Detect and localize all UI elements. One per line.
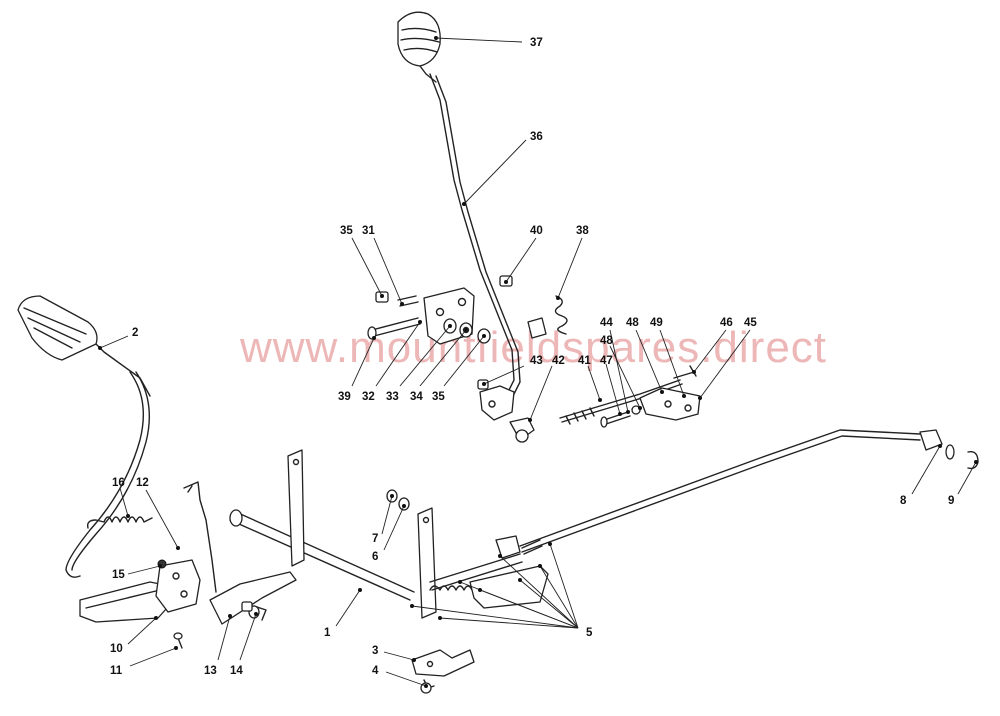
callout-16[interactable]: 16 xyxy=(112,477,130,518)
svg-text:44: 44 xyxy=(600,317,613,329)
callout-4[interactable]: 4 xyxy=(372,665,428,688)
callout-9[interactable]: 9 xyxy=(948,460,978,507)
svg-text:41: 41 xyxy=(578,355,591,367)
callout-36[interactable]: 36 xyxy=(462,131,543,206)
callout-48-top[interactable]: 48 xyxy=(626,317,664,394)
svg-text:12: 12 xyxy=(136,477,149,489)
lever-knob xyxy=(397,11,441,83)
svg-text:35: 35 xyxy=(432,391,445,403)
long-rod xyxy=(519,429,921,553)
svg-text:36: 36 xyxy=(530,131,543,143)
svg-text:11: 11 xyxy=(110,665,123,677)
cross-shaft xyxy=(229,511,415,601)
svg-text:38: 38 xyxy=(576,225,589,237)
svg-text:15: 15 xyxy=(112,569,125,581)
callout-1[interactable]: 1 xyxy=(324,588,362,639)
callout-35-bottom[interactable]: 35 xyxy=(432,334,486,403)
parts-drawing xyxy=(17,11,979,694)
callout-2[interactable]: 2 xyxy=(98,327,138,350)
svg-text:6: 6 xyxy=(372,551,378,563)
callout-42[interactable]: 42 xyxy=(528,355,565,422)
callout-35-top[interactable]: 35 xyxy=(340,225,384,298)
svg-text:13: 13 xyxy=(204,665,217,677)
callout-33[interactable]: 33 xyxy=(386,324,452,403)
callout-43[interactable]: 43 xyxy=(482,355,543,386)
svg-text:42: 42 xyxy=(552,355,565,367)
callout-6[interactable]: 6 xyxy=(372,504,406,563)
callout-31[interactable]: 31 xyxy=(362,225,404,306)
callout-40[interactable]: 40 xyxy=(504,225,543,284)
callout-13[interactable]: 13 xyxy=(204,614,232,677)
callout-10[interactable]: 10 xyxy=(110,616,158,655)
callout-34[interactable]: 34 xyxy=(410,328,468,403)
svg-text:14: 14 xyxy=(230,665,243,677)
callout-45[interactable]: 45 xyxy=(698,317,757,400)
svg-text:1: 1 xyxy=(324,627,331,639)
callout-15[interactable]: 15 xyxy=(112,564,162,581)
callout-41[interactable]: 41 xyxy=(578,355,602,402)
svg-text:39: 39 xyxy=(338,391,351,403)
svg-text:16: 16 xyxy=(112,477,125,489)
svg-text:32: 32 xyxy=(362,391,375,403)
pedal-rod xyxy=(65,371,151,578)
callout-48-lower[interactable]: 48 xyxy=(600,335,642,410)
svg-text:5: 5 xyxy=(586,627,593,639)
callout-49[interactable]: 49 xyxy=(650,317,686,398)
svg-text:46: 46 xyxy=(720,317,733,329)
gear-lever-shaft xyxy=(429,73,521,399)
svg-text:48: 48 xyxy=(626,317,639,329)
svg-text:48: 48 xyxy=(600,335,613,347)
callout-46[interactable]: 46 xyxy=(692,317,733,374)
callout-3[interactable]: 3 xyxy=(372,645,416,662)
callout-12[interactable]: 12 xyxy=(136,477,180,550)
callout-37[interactable]: 37 xyxy=(434,36,543,49)
svg-text:43: 43 xyxy=(530,355,543,367)
svg-text:8: 8 xyxy=(900,495,907,507)
callouts: 37 36 35 31 40 38 2 44 48 49 46 45 48 47… xyxy=(98,36,978,688)
callout-44[interactable]: 44 xyxy=(600,317,630,414)
svg-text:4: 4 xyxy=(372,665,379,677)
callout-5[interactable]: 5 xyxy=(410,542,593,639)
callout-32[interactable]: 32 xyxy=(362,320,422,403)
svg-text:37: 37 xyxy=(530,37,543,49)
foot-pedal xyxy=(17,295,151,397)
svg-text:49: 49 xyxy=(650,317,663,329)
svg-text:31: 31 xyxy=(362,225,375,237)
callout-38[interactable]: 38 xyxy=(556,225,589,300)
svg-text:9: 9 xyxy=(948,495,954,507)
svg-text:2: 2 xyxy=(132,327,138,339)
svg-text:35: 35 xyxy=(340,225,353,237)
callout-39[interactable]: 39 xyxy=(338,336,376,403)
callout-47[interactable]: 47 xyxy=(600,355,622,416)
callout-11[interactable]: 11 xyxy=(110,646,178,677)
svg-text:33: 33 xyxy=(386,391,399,403)
svg-text:45: 45 xyxy=(744,317,757,329)
svg-text:34: 34 xyxy=(410,391,423,403)
svg-text:10: 10 xyxy=(110,643,123,655)
svg-text:47: 47 xyxy=(600,355,613,367)
callout-8[interactable]: 8 xyxy=(900,444,942,507)
svg-text:40: 40 xyxy=(530,225,543,237)
svg-text:3: 3 xyxy=(372,645,378,657)
callout-7[interactable]: 7 xyxy=(372,494,394,545)
callout-14[interactable]: 14 xyxy=(230,612,258,677)
svg-text:7: 7 xyxy=(372,533,378,545)
